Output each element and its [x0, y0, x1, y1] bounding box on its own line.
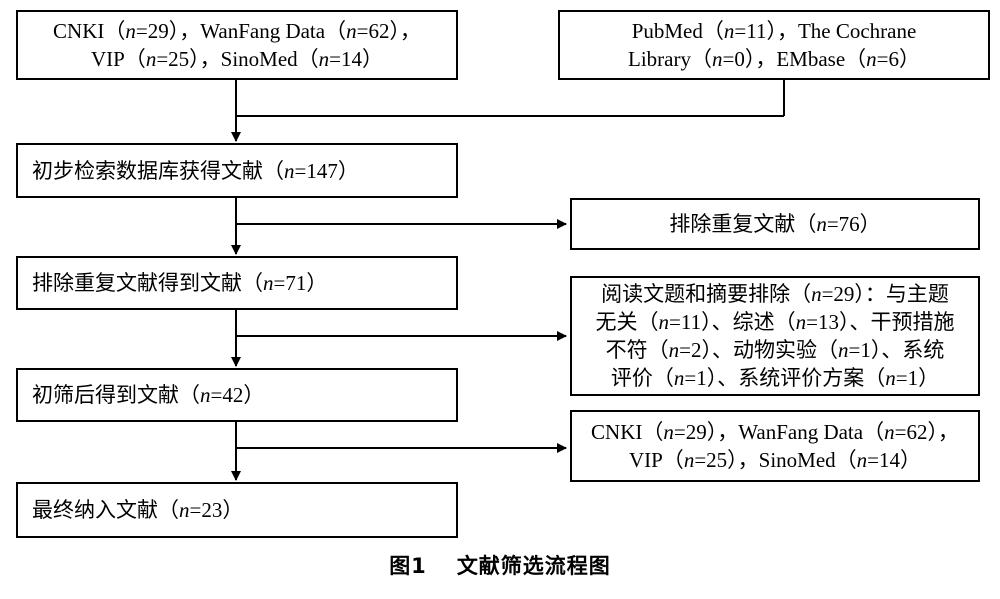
figure-caption: 图1 文献筛选流程图	[0, 550, 1000, 580]
box-line: 初步检索数据库获得文献（n=147）	[32, 158, 359, 183]
box-line: CNKI（n=29），WanFang Data（n=62），	[591, 420, 959, 444]
box-line: 排除重复文献（n=76）	[669, 212, 881, 236]
box-final-included: 最终纳入文献（n=23）	[16, 482, 458, 538]
box-line: Library（n=0），EMbase（n=6）	[628, 47, 920, 71]
box-line: 排除重复文献得到文献（n=71）	[32, 271, 328, 295]
box-line: PubMed（n=11），The Cochrane	[631, 19, 917, 43]
box-fulltext-excluded: CNKI（n=29），WanFang Data（n=62）， VIP（n=25）…	[570, 410, 980, 482]
box-line: 阅读文题和摘要排除（n=29）：与主题	[601, 282, 949, 306]
box-line: VIP（n=25），SinoMed（n=14）	[628, 448, 922, 472]
box-after-deduplication: 排除重复文献得到文献（n=71）	[16, 256, 458, 310]
box-line: VIP（n=25），SinoMed（n=14）	[90, 47, 384, 71]
box-line: 评价（n=1）、系统评价方案（n=1）	[610, 366, 940, 390]
figure-title: 文献筛选流程图	[456, 554, 611, 578]
box-source-english-databases: PubMed（n=11），The Cochrane Library（n=0），E…	[558, 10, 990, 80]
box-after-initial-screening: 初筛后得到文献（n=42）	[16, 368, 458, 422]
box-duplicates-excluded: 排除重复文献（n=76）	[570, 198, 980, 250]
box-line: 不符（n=2）、动物实验（n=1）、系统	[605, 338, 945, 362]
box-line: 初筛后得到文献（n=42）	[32, 383, 265, 407]
box-initial-search: 初步检索数据库获得文献（n=147）	[16, 143, 458, 198]
box-line: 最终纳入文献（n=23）	[32, 498, 244, 522]
figure-number: 图1	[389, 554, 427, 578]
box-line: 无关（n=11）、综述（n=13）、干预措施	[595, 310, 955, 334]
box-source-chinese-databases: CNKI（n=29），WanFang Data（n=62）， VIP（n=25）…	[16, 10, 458, 80]
box-line: CNKI（n=29），WanFang Data（n=62），	[53, 19, 421, 43]
box-title-abstract-excluded: 阅读文题和摘要排除（n=29）：与主题 无关（n=11）、综述（n=13）、干预…	[570, 276, 980, 396]
